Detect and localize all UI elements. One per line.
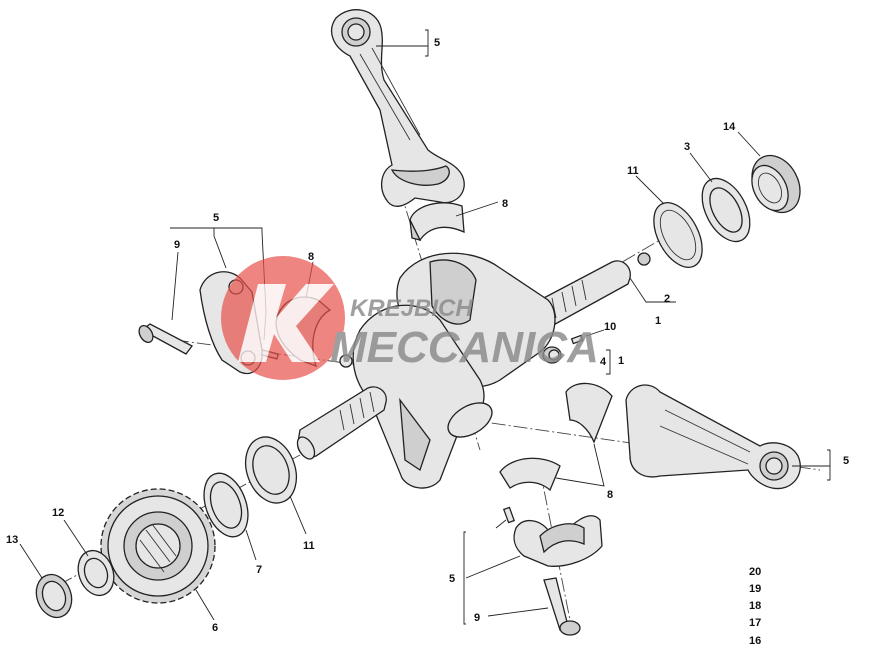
washer-3 xyxy=(701,177,751,243)
callout-8-bottom: 8 xyxy=(607,489,613,501)
callout-5-bottom: 5 xyxy=(449,573,455,585)
leader-lines xyxy=(19,29,831,625)
crankshaft xyxy=(296,252,631,489)
callout-4: 4 xyxy=(600,356,607,368)
watermark-line2: MECCANICA xyxy=(330,323,599,372)
callout-1-a: 1 xyxy=(655,315,661,327)
plug-4 xyxy=(542,346,562,364)
callout-7: 7 xyxy=(256,564,262,576)
watermark-logo: KREJBICH MECCANICA xyxy=(221,256,599,380)
dowel-center xyxy=(339,354,353,368)
washer-12 xyxy=(77,549,115,597)
washer-7 xyxy=(203,472,249,538)
callout-8-top: 8 xyxy=(502,198,508,210)
bearing-shell-8-right xyxy=(565,382,613,444)
callout-2: 2 xyxy=(664,293,670,305)
connecting-rod-right xyxy=(625,384,801,490)
washer-11-left xyxy=(244,436,298,504)
connecting-rod-top xyxy=(331,9,465,208)
callout-10: 10 xyxy=(604,321,616,333)
gear-6 xyxy=(100,488,216,604)
callout-9-left: 9 xyxy=(174,239,180,251)
sidebar-number-list: 20 19 18 17 16 xyxy=(749,566,761,647)
sidebar-number: 20 xyxy=(749,566,761,578)
pin-10 xyxy=(570,334,584,345)
callout-1-b: 1 xyxy=(618,355,624,367)
sidebar-number: 16 xyxy=(749,635,761,647)
callout-13: 13 xyxy=(6,534,18,546)
callout-5-top: 5 xyxy=(434,37,440,49)
washer-11-right xyxy=(653,202,703,268)
sidebar-number: 17 xyxy=(749,617,761,629)
callout-12: 12 xyxy=(52,507,64,519)
sidebar-number: 18 xyxy=(749,600,761,612)
bolt-9-bottom xyxy=(543,577,581,636)
callout-11-right: 11 xyxy=(627,165,639,177)
sidebar-number: 19 xyxy=(749,583,761,595)
rod-cap-bottom xyxy=(513,515,603,567)
plug-2 xyxy=(637,252,651,266)
callout-3: 3 xyxy=(684,141,690,153)
bearing-shell-top xyxy=(409,202,465,242)
nut-13 xyxy=(35,573,73,619)
dowel-bottom xyxy=(502,506,516,524)
bearing-shell-8-bottom xyxy=(499,457,561,492)
callout-5-right: 5 xyxy=(843,455,849,467)
callout-14: 14 xyxy=(723,121,736,133)
callout-11-left: 11 xyxy=(303,540,315,552)
callout-9-bottom: 9 xyxy=(474,612,480,624)
nut-14 xyxy=(751,154,801,214)
callout-labels: 5 8 11 3 14 2 1 10 4 1 5 9 8 5 8 11 7 6 … xyxy=(6,37,849,634)
callout-6: 6 xyxy=(212,622,218,634)
watermark-line1: KREJBICH xyxy=(350,295,473,322)
callout-8-left: 8 xyxy=(308,251,314,263)
callout-5-left: 5 xyxy=(213,212,219,224)
bolt-9-left xyxy=(138,323,193,355)
